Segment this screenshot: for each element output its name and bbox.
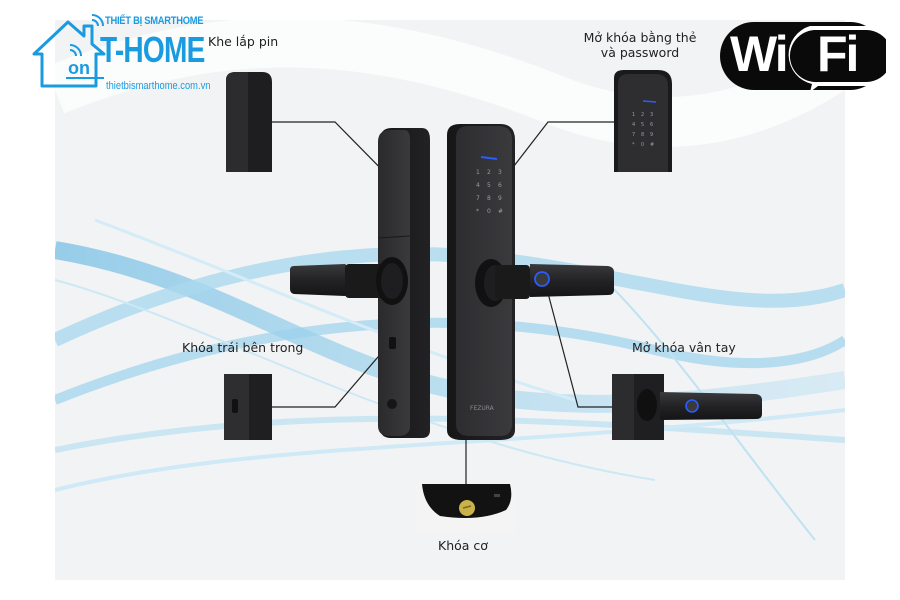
wifi-text-fi: Fi <box>817 26 859 82</box>
inset-inner-lock <box>224 374 272 440</box>
keypad-key: 5 <box>487 182 491 189</box>
keypad-key: 4 <box>632 122 635 128</box>
label-card-password-line2: và password <box>600 45 680 60</box>
keypad-key: 4 <box>476 182 480 189</box>
outer-handle <box>475 259 614 307</box>
keypad-key: 8 <box>641 132 644 138</box>
brand-name: T-HOME <box>100 29 205 70</box>
keypad-key: 6 <box>498 182 502 189</box>
keypad-key: 8 <box>487 195 491 202</box>
status-led <box>480 156 498 160</box>
brand-website: thietbismarthome.com.vn <box>106 80 211 92</box>
keypad-key: 7 <box>476 195 480 202</box>
keypad-key: # <box>498 208 503 215</box>
keypad-key: 1 <box>632 112 635 118</box>
inset-fingerprint <box>612 374 762 440</box>
keypad-key: 3 <box>650 112 653 118</box>
keypad-key: 2 <box>641 112 644 118</box>
label-inner-lock: Khóa trái bên trong <box>182 340 304 355</box>
keypad-key: 1 <box>476 169 480 176</box>
keypad-key: 0 <box>487 208 491 215</box>
label-battery-slot: Khe lắp pin <box>208 34 279 49</box>
keypad-key: 9 <box>650 132 653 138</box>
product-logo: FEZURA <box>470 405 495 412</box>
brand-tagline: THIẾT BỊ SMARTHOME <box>105 15 204 27</box>
leader-battery <box>272 121 396 184</box>
keypad-key: 0 <box>641 142 644 148</box>
house-icon: on <box>32 14 106 88</box>
wifi-badge <box>720 22 886 92</box>
keypad-key: 6 <box>650 122 653 128</box>
keypad-key: 9 <box>498 195 502 202</box>
label-fingerprint: Mở khóa vân tay <box>632 340 736 355</box>
keypad-key: # <box>650 142 654 148</box>
wifi-text-wi: Wi <box>730 26 789 82</box>
inner-handle <box>290 257 408 305</box>
label-card-password: Mở khóa bằng thẻ và password <box>570 30 710 60</box>
label-card-password-line1: Mở khóa bằng thẻ <box>583 30 697 45</box>
leader-inner-lock <box>272 342 391 408</box>
keypad-key: * <box>476 208 479 215</box>
keypad-key: 2 <box>487 169 491 176</box>
keypad-key: 5 <box>641 122 644 128</box>
svg-text:on: on <box>68 58 90 78</box>
inset-battery <box>226 72 272 172</box>
keypad-key: * <box>632 142 635 148</box>
keypad-key: 7 <box>632 132 635 138</box>
keypad-key: 3 <box>498 169 502 176</box>
label-mechanical-key: Khóa cơ <box>438 538 488 553</box>
fingerprint-sensor <box>534 271 550 287</box>
leader-lines <box>272 121 629 485</box>
inset-mechanical-key <box>415 484 515 534</box>
